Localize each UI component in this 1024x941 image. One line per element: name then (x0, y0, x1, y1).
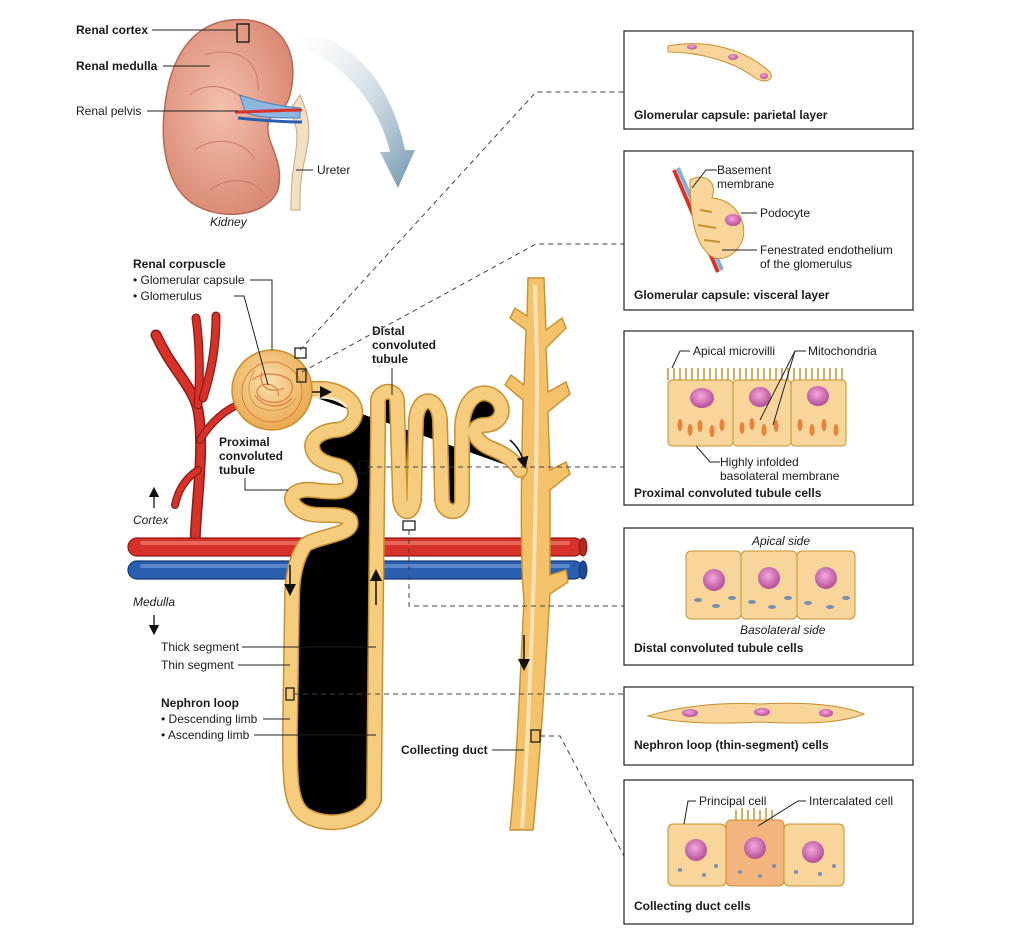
flow-arrows (148, 386, 530, 671)
panel-parietal-layer: Glomerular capsule: parietal layer (623, 30, 914, 130)
panel-collecting-cells: Principal cell Intercalated cell Collect… (623, 779, 914, 925)
label-proximal-1: Proximal (219, 435, 270, 449)
label-renal-corpuscle: Renal corpuscle (133, 257, 226, 271)
label-distal-1: Distal (372, 324, 405, 338)
label-basement-2: membrane (717, 177, 775, 191)
label-podocyte: Podocyte (760, 206, 810, 220)
label-distal-3: tubule (372, 352, 408, 366)
zoom-connectors (294, 91, 625, 857)
panel-loop-title: Nephron loop (thin-segment) cells (634, 738, 829, 752)
label-cortex: Cortex (133, 513, 169, 527)
label-mitochondria: Mitochondria (808, 344, 877, 358)
label-fenestrated-2: of the glomerulus (760, 257, 852, 271)
label-apical-microvilli: Apical microvilli (693, 344, 775, 358)
visceral-sample-box (296, 368, 307, 383)
label-distal-2: convoluted (372, 338, 436, 352)
label-descending-limb: • Descending limb (161, 712, 258, 726)
label-glomerulus: • Glomerulus (133, 289, 202, 303)
label-proximal-2: convoluted (219, 449, 283, 463)
distal-sample-box (402, 520, 416, 531)
label-kidney-caption: Kidney (210, 215, 248, 229)
kidney-illustration (162, 18, 415, 216)
panel-collecting-title: Collecting duct cells (634, 899, 751, 913)
label-principal-cell: Principal cell (699, 794, 766, 808)
panel-visceral-title: Glomerular capsule: visceral layer (634, 288, 830, 302)
label-fenestrated-1: Fenestrated endothelium (760, 243, 893, 257)
nephron-tubule (231, 347, 520, 822)
label-ureter: Ureter (317, 163, 350, 177)
panel-proximal-cells: Apical microvilli Mitochondria Highly in… (623, 330, 914, 506)
label-thin-segment: Thin segment (161, 658, 234, 672)
panel-parietal-title: Glomerular capsule: parietal layer (634, 108, 828, 122)
label-glomerular-capsule: • Glomerular capsule (133, 273, 245, 287)
label-basement-1: Basement (717, 163, 772, 177)
label-thick-segment: Thick segment (161, 640, 240, 654)
label-infolded-1: Highly infolded (720, 455, 799, 469)
label-apical-side: Apical side (751, 534, 810, 548)
label-infolded-2: basolateral membrane (720, 469, 840, 483)
panel-proximal-title: Proximal convoluted tubule cells (634, 486, 822, 500)
label-renal-pelvis: Renal pelvis (76, 104, 141, 118)
label-ascending-limb: • Ascending limb (161, 728, 250, 742)
label-intercalated-cell: Intercalated cell (809, 794, 893, 808)
label-basolateral-side: Basolateral side (740, 623, 826, 637)
label-renal-cortex: Renal cortex (76, 23, 148, 37)
kidney-shape (162, 18, 294, 216)
label-medulla: Medulla (133, 595, 175, 609)
label-proximal-3: tubule (219, 463, 255, 477)
label-renal-medulla: Renal medulla (76, 59, 158, 73)
panel-distal-cells: Apical side Basolateral side Distal conv… (623, 527, 914, 666)
panel-distal-title: Distal convoluted tubule cells (634, 641, 804, 655)
panel-loop-cells: Nephron loop (thin-segment) cells (623, 686, 914, 766)
parietal-sample-box (294, 347, 307, 359)
label-nephron-loop: Nephron loop (161, 696, 239, 710)
panel-visceral-layer: Basement membrane Podocyte Fenestrated e… (623, 150, 914, 311)
zoom-arrow (295, 32, 415, 188)
cortex-sample-box (236, 23, 250, 43)
label-collecting-duct: Collecting duct (401, 743, 488, 757)
